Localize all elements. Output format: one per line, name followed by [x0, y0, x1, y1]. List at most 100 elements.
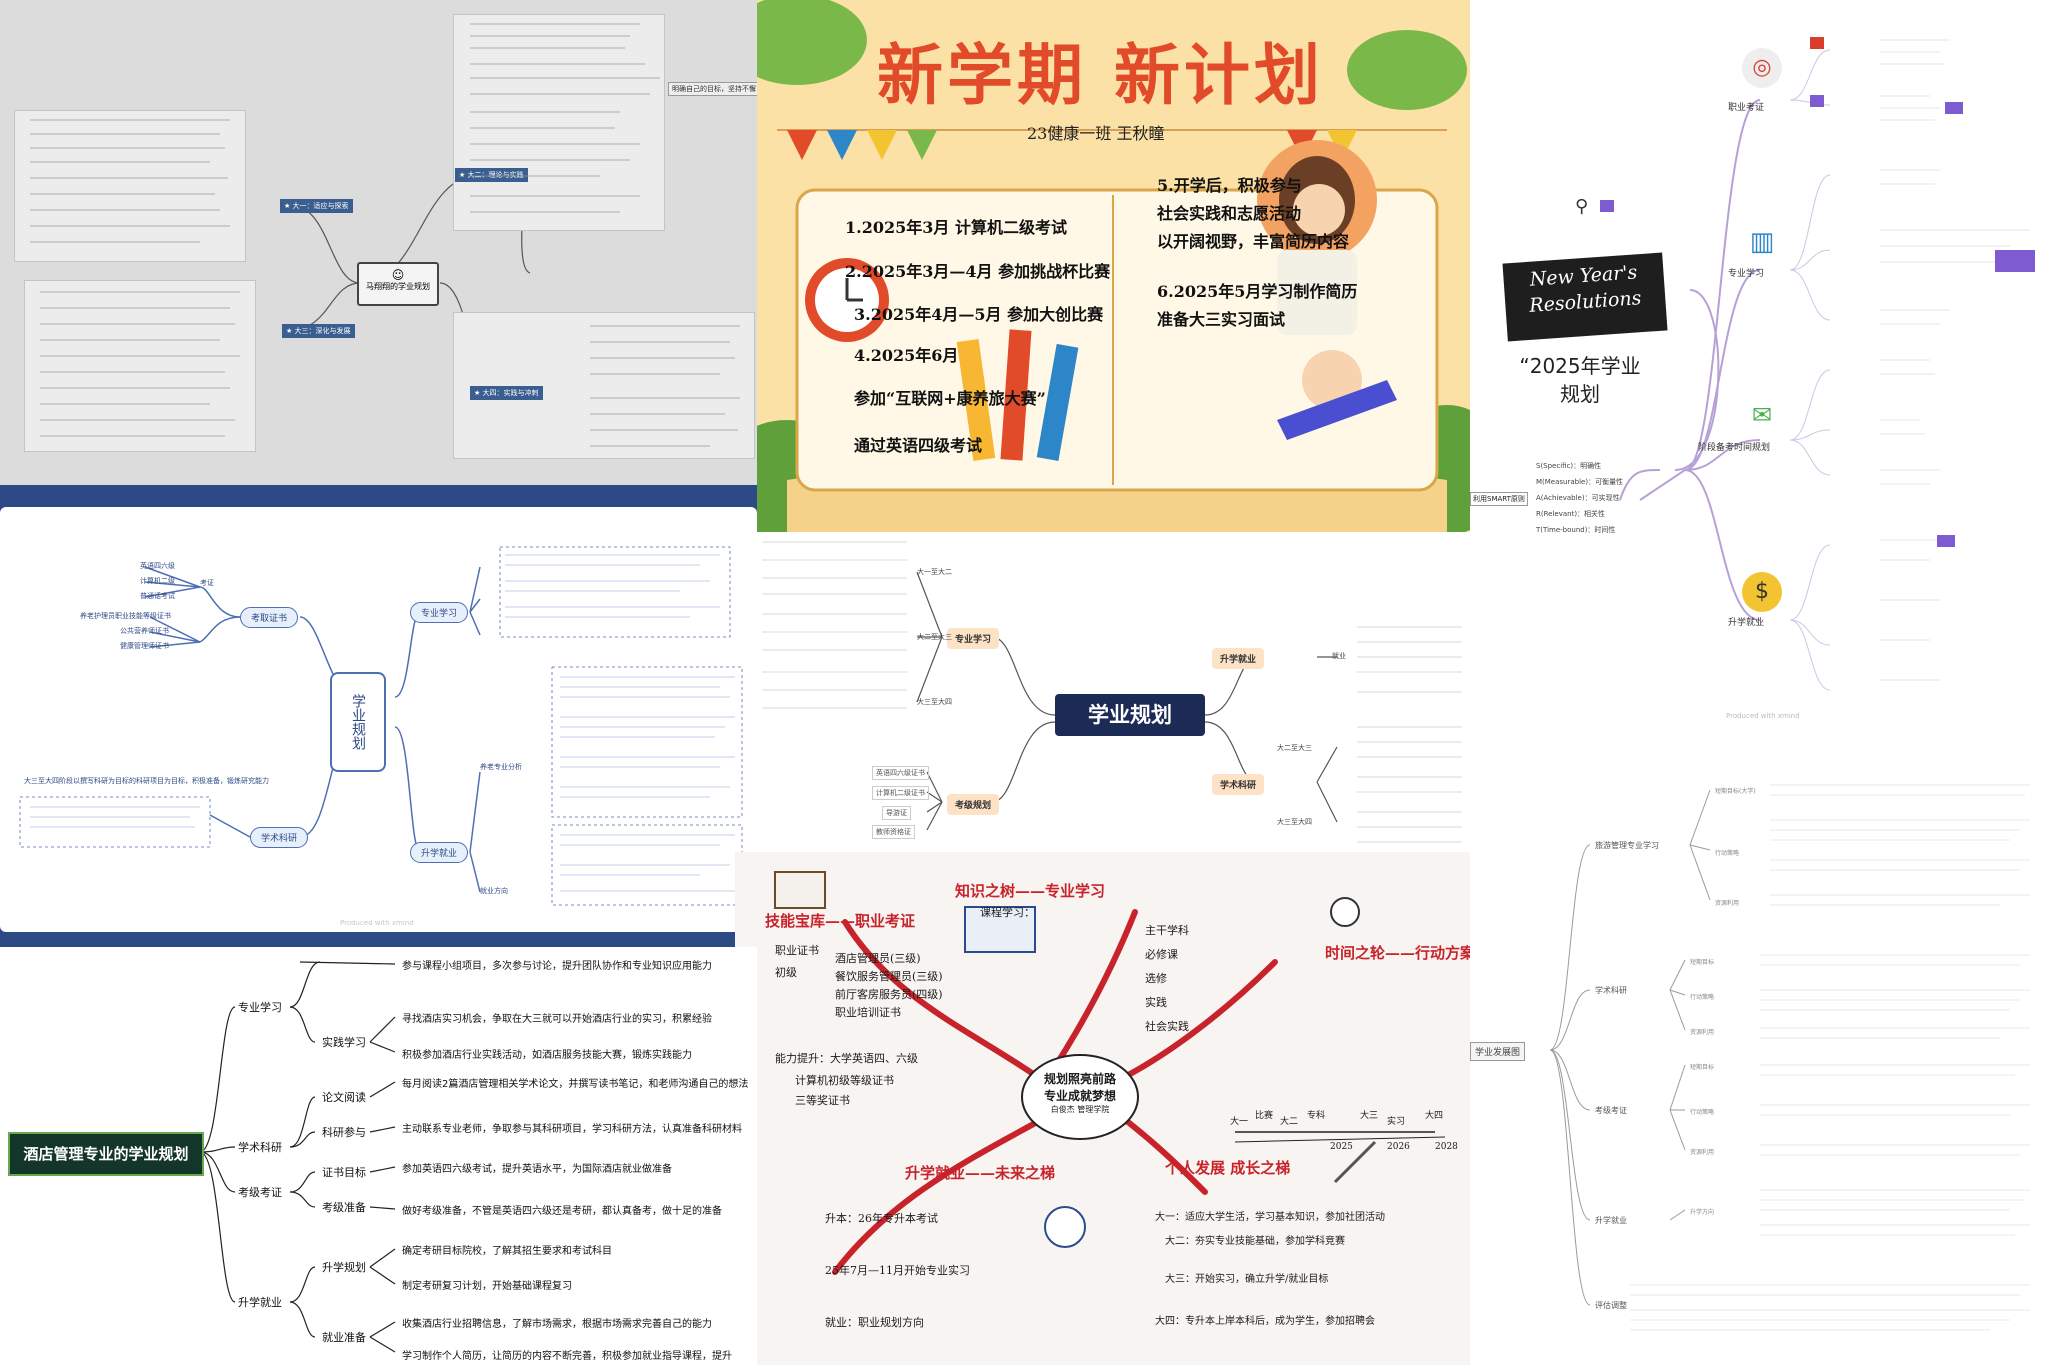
p7-connectors: [199, 961, 396, 1353]
p6-center-line1: 规划照亮前路: [1043, 1072, 1116, 1086]
p1-center-label: 马翔翔的学业规划: [366, 282, 430, 292]
p3-branch-1: 专业学习: [1728, 269, 1765, 279]
p6-branches: [774, 871, 1446, 1275]
p7-group-3-sub-1: 就业准备: [322, 1331, 366, 1344]
p6-title-cert: 技能宝库——职业考证: [765, 912, 916, 930]
p1-leaf-lines: [30, 23, 740, 447]
p5-year-0: 大一至大二: [917, 568, 952, 576]
smart-t: T(Time-bound)：时间性: [1536, 526, 1616, 534]
p7-group-2-sub-0: 证书目标: [322, 1166, 366, 1179]
magnifier-icon: ⚲: [1575, 196, 1589, 217]
p6-cert-5: 职业培训证书: [835, 1006, 901, 1019]
p4-cert-2: 普通话考试: [140, 592, 175, 600]
new-year-badge: New Year's Resolutions: [1502, 252, 1668, 342]
p3-branch-2: 阶段备考时间规划: [1698, 443, 1771, 453]
smart-s: S(Specific)：明确性: [1536, 462, 1602, 470]
hotel-plan-panel: 酒店管理专业的学业规划 专业学习 实践学习 学术科研 论文阅读 科研参与 考级考…: [0, 947, 757, 1365]
target-icon: ◎: [1742, 48, 1782, 88]
poster-item-3: 3.2025年4月—5月 参加大创比赛: [854, 305, 1104, 324]
p8-sub-3: 短期目标: [1690, 959, 1715, 966]
poster-item-4b: 参加“互联网+康养旅大赛”: [854, 389, 1046, 408]
p7-group-3-sub-0: 升学规划: [322, 1261, 366, 1274]
p6-text-7: 大二：夯实专业技能基础，参加学科竞赛: [1165, 1236, 1345, 1247]
p6-text-0: 能力提升：大学英语四、六级: [775, 1052, 918, 1065]
p5-node-study: 专业学习: [947, 628, 1000, 649]
p4-connectors: [19, 546, 743, 906]
p6-tl-0: 大一: [1230, 1117, 1249, 1127]
p6-cert-4: 前厅客房服务员(四级): [835, 988, 943, 1001]
poster-item-4: 4.2025年6月: [854, 346, 959, 365]
p7-row-1: 寻找酒店实习机会，争取在大三就可以开始酒店行业的实习，积累经验: [402, 1014, 712, 1025]
p8-sub-1: 行动策略: [1715, 850, 1740, 857]
p7-row-0: 参与课程小组项目，多次参与讨论，提升团队协作和专业知识应用能力: [402, 961, 712, 972]
smart-a: A(Achievable)：可实现性: [1536, 494, 1620, 502]
academic-plan-dark-panel: 学业规划 专业学习 考级规划 升学就业 学术科研 英语四六级证书 计算机二级证书…: [757, 532, 1470, 862]
poster-item-1: 1.2025年3月 计算机二级考试: [845, 218, 1067, 237]
p1-branch-2: ★ 大三：深化与发展: [282, 324, 355, 338]
p6-tl-2: 大二: [1280, 1117, 1299, 1127]
p5-leaf-0: 英语四六级证书: [872, 766, 929, 780]
p4-cert-label: 考证: [200, 579, 214, 587]
p5-right-leaf-2: 大三至大四: [1277, 818, 1312, 826]
p8-branch-1: 学术科研: [1595, 986, 1627, 995]
p6-tl-4: 2025: [1330, 1142, 1353, 1152]
p8-sub-7: 行动策略: [1690, 1109, 1715, 1116]
p4-center: 学业规划: [330, 672, 386, 772]
p4-cert-3: 养老护理员职业技能等级证书: [80, 612, 171, 620]
p8-branch-2: 考级考证: [1595, 1106, 1627, 1115]
p6-tl-3: 专科: [1307, 1111, 1326, 1121]
p3-branch-0: 职业考证: [1728, 103, 1765, 113]
p6-cert-2: 酒店管理员(三级): [835, 952, 921, 965]
p6-title-time: 时间之轮——行动方案: [1325, 944, 1476, 962]
p3-connectors: [1600, 37, 2035, 691]
p1-center-node: ☺ 马翔翔的学业规划: [357, 262, 439, 306]
p5-connectors: [762, 541, 1462, 843]
p5-leaf-3: 教师资格证: [872, 825, 915, 839]
p6-text-1: 计算机初级等级证书: [795, 1074, 894, 1087]
p3-title: “2025年学业规划: [1519, 354, 1641, 406]
p8-branch-3: 升学就业: [1595, 1216, 1627, 1225]
p6-text-6: 大一：适应大学生活，学习基本知识，参加社团活动: [1155, 1212, 1385, 1223]
p4-card: 学业规划 考取证书 学术科研 专业学习 升学就业 考证 英语四六级 计算机二级 …: [0, 507, 757, 932]
p8-sub-0: 短期目标(大学): [1715, 788, 1756, 795]
p7-group-2-sub-1: 考级准备: [322, 1201, 366, 1214]
p3-watermark: Produced with xmind: [1726, 712, 1800, 720]
p7-group-2: 考级考证: [238, 1186, 282, 1199]
p7-group-0-sub-0: 实践学习: [322, 1036, 366, 1049]
person-icon: ☺: [391, 268, 405, 282]
poster-item-6b: 准备大三实习面试: [1157, 310, 1286, 329]
poster-item-6a: 6.2025年5月学习制作简历: [1157, 282, 1358, 301]
smart-m: M(Measurable)：可衡量性: [1536, 478, 1624, 486]
p4-cert-4: 公共营养师证书: [120, 627, 169, 635]
p1-branch-3: ★ 大四：实践与冲刺: [470, 386, 543, 400]
p4-node-career: 升学就业: [410, 842, 469, 863]
poster-panel: 新学期 新计划 23健康一班 王秋瞳 1.2025年3月 计算机二级考试 2.2…: [757, 0, 1470, 532]
p5-right-leaf-0: 就业: [1332, 652, 1346, 660]
p5-leaf-1: 计算机二级证书: [872, 786, 929, 800]
poster-title: 新学期 新计划: [877, 36, 1324, 114]
p6-tl-7: 2026: [1387, 1142, 1410, 1152]
p6-tl-5: 大三: [1360, 1111, 1379, 1121]
p4-watermark: Produced with xmind: [340, 919, 414, 927]
p1-group-bottom-right: [453, 312, 755, 459]
p6-title-career: 升学就业——未来之梯: [905, 1164, 1056, 1182]
p1-branch-1: ★ 大一：适应与探索: [280, 199, 353, 213]
p1-side-note: 明确自己的目标，坚持不懈: [668, 82, 757, 96]
p6-text-9: 大四：专升本上岸本科后，成为学生，参加招聘会: [1155, 1316, 1375, 1327]
p6-center-line3: 白俊杰 管理学院: [1050, 1105, 1110, 1114]
p1-group-bottom-left: [24, 280, 256, 452]
p1-group-top-left: [14, 110, 246, 262]
p6-tl-8: 大四: [1425, 1111, 1444, 1121]
poster-item-2: 2.2025年3月—4月 参加挑战杯比赛: [845, 262, 1111, 281]
p8-sub-5: 资源利用: [1690, 1029, 1715, 1036]
p7-row-10: 学习制作个人简历，让简历的内容不断完善，积极参加就业指导课程，提升: [402, 1351, 732, 1362]
p4-research-text: 大三至大四阶段以撰写科研为目标的科研项目为目标，积极准备，锻炼研究能力: [24, 777, 269, 785]
poster-item-4c: 通过英语四级考试: [854, 436, 983, 455]
p6-subject-2: 选修: [1145, 972, 1167, 985]
p6-cert-0: 职业证书: [775, 944, 819, 957]
academic-plan-light-panel: 学业规划 考取证书 学术科研 专业学习 升学就业 考证 英语四六级 计算机二级 …: [0, 485, 757, 947]
p7-group-1-sub-0: 论文阅读: [322, 1091, 366, 1104]
p6-text-5: 就业：职业规划方向: [825, 1316, 924, 1329]
p8-sub-2: 资源利用: [1715, 900, 1740, 907]
p5-leaf-2: 导游证: [882, 806, 911, 820]
